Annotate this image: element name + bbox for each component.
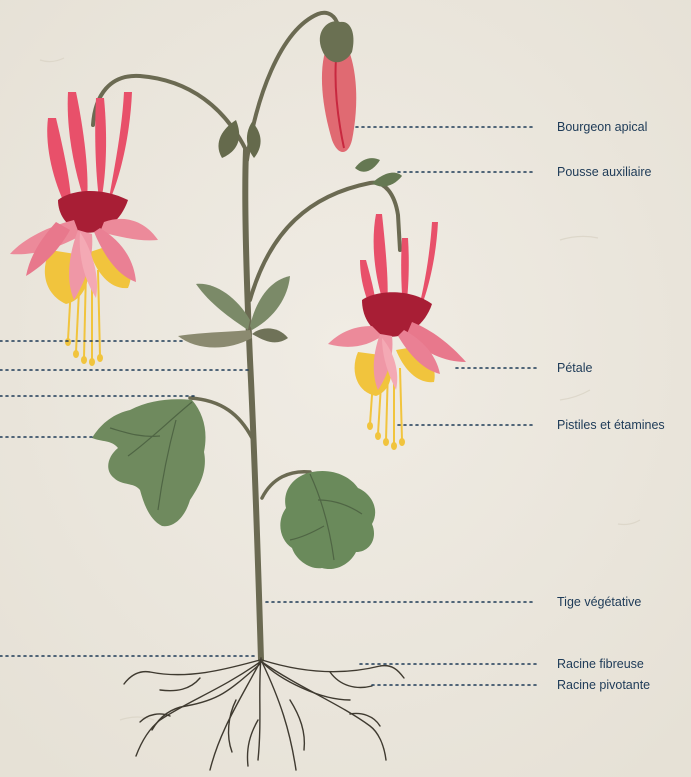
label-axillary-shoot: Pousse auxiliaire <box>557 165 652 179</box>
label-apical-bud: Bourgeon apical <box>557 120 647 134</box>
label-petal: Pétale <box>557 361 592 375</box>
label-pistils-stamens: Pistiles et étamines <box>557 418 665 432</box>
label-vegetative-stem: Tige végétative <box>557 595 641 609</box>
label-taproot: Racine pivotante <box>557 678 650 692</box>
label-fibrous-root: Racine fibreuse <box>557 657 644 671</box>
